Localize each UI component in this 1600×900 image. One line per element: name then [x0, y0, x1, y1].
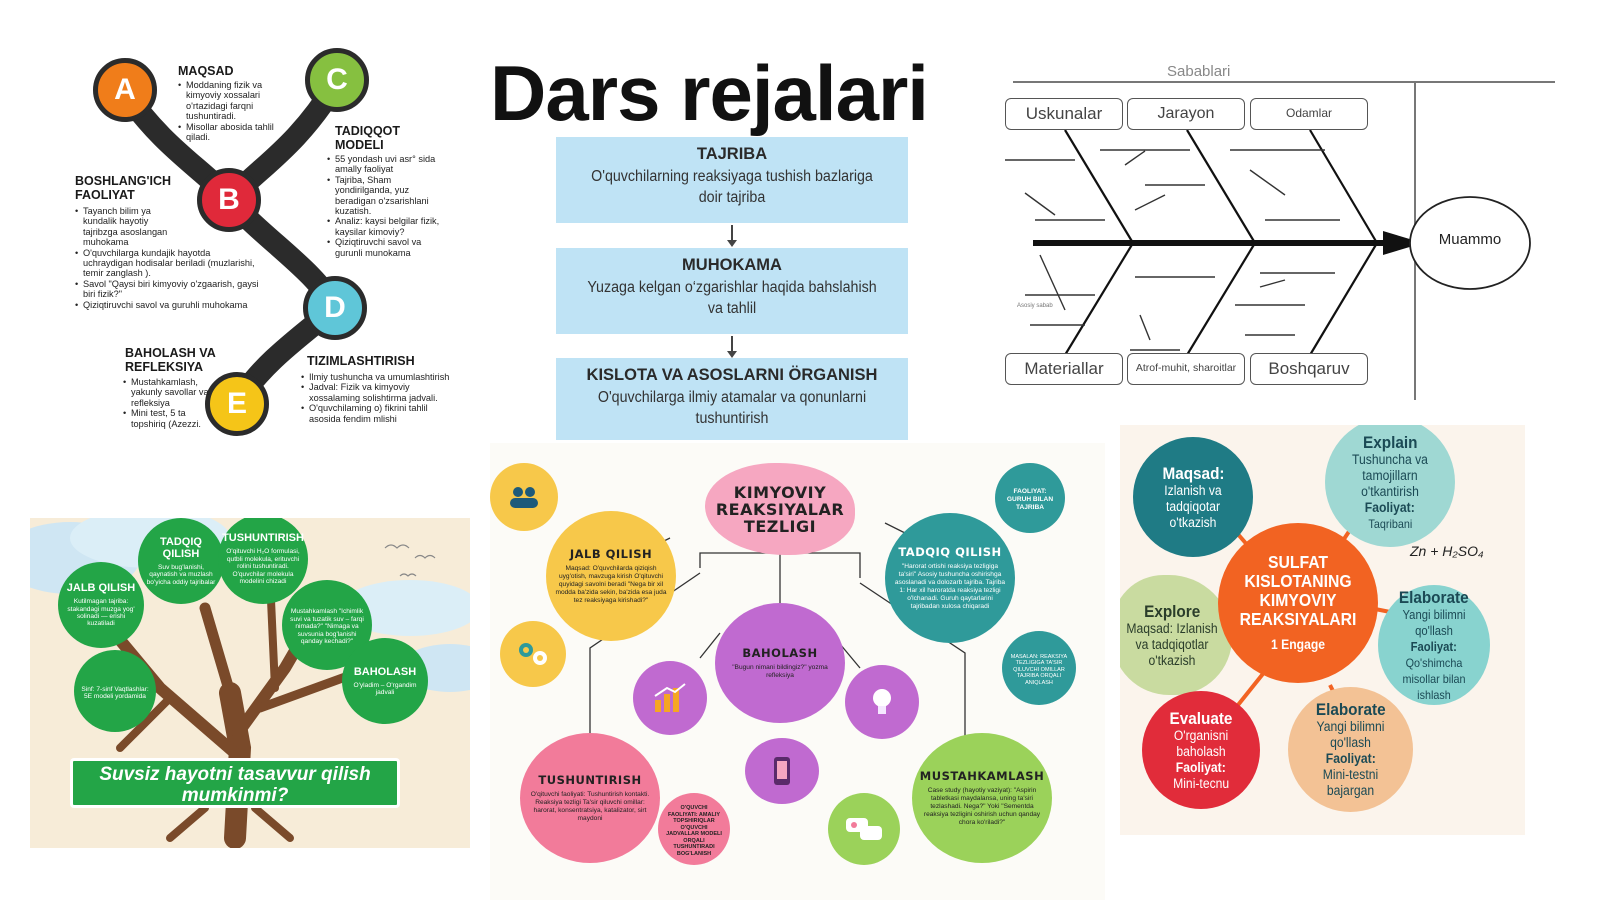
flow-arrow: [727, 336, 737, 358]
leaf-sinf: Sinf: 7-sinf Vaqtlashlar: 5E modeli yord…: [74, 650, 156, 732]
node-d: D: [303, 276, 367, 340]
abcde-diagram: A B C D E MAQSAD Moddaning fizik va kimy…: [55, 40, 465, 445]
node-c: C: [305, 48, 369, 112]
five-e-diagram: Maqsad:Izlanish va tadqiqotar o'tkazish …: [1120, 425, 1525, 835]
problem-label: Muammo: [1438, 231, 1502, 248]
boshlangich-list: Tayanch bilim ya kundalik hayotiy tajrib…: [75, 206, 260, 310]
gears-icon: [500, 621, 566, 687]
maqsad-list: Moddaning fizik va kimyoviy xossalari o'…: [178, 80, 278, 142]
formula: Zn + H₂SO₄: [1410, 543, 1484, 559]
chart-growth-icon: [633, 661, 707, 735]
cause-atrof-muhit: Atrof-muhit, sharoitlar: [1127, 353, 1245, 385]
people-icon: [490, 463, 558, 531]
cause-uskunalar: Uskunalar: [1005, 98, 1123, 130]
boshlangich-heading: BOSHLANG'ICH FAOLIYAT: [75, 174, 172, 202]
flow-arrow: [727, 225, 737, 247]
node-b: B: [197, 168, 261, 232]
node-masalan: MASALAN: REAKSIYA TEZLIGIGA TA'SIR QILUV…: [1002, 631, 1076, 705]
chat-icon: [828, 793, 900, 865]
baholash-list: Mustahkamlash, yakunly savollar va refle…: [123, 377, 213, 429]
node-a: A: [93, 58, 157, 122]
cause-odamlar: Odamlar: [1250, 98, 1368, 130]
node-faoliyat: FAOLIYAT: GURUH BILAN TAJRIBA: [995, 463, 1065, 533]
phone-icon: [745, 738, 819, 804]
node-oquvchi-faoliyati: O'QUVCHI FAOLIYATI: AMALIY TOPSHIRIQLAR …: [658, 793, 730, 865]
fishbone-diagram: Sabablari Uskunalar Jarayon Odamlar Mate…: [1005, 55, 1575, 405]
tizim-list: Ilmiy tushuncha va umumlashtirish Jadval…: [301, 372, 461, 424]
leaf-mustahkamlash: Mustahkamlash "Ichimlik suvi va tuzatik …: [282, 580, 372, 670]
node-e: E: [205, 372, 269, 436]
node-center: SULFAT KISLOTANING KIMYOVIY REAKSIYALARI…: [1218, 523, 1378, 683]
mindmap-center: KIMYOVIY REAKSIYALAR TEZLIGI: [705, 463, 855, 555]
cause-boshqaruv: Boshqaruv: [1250, 353, 1368, 385]
mindmap-diagram: KIMYOVIY REAKSIYALAR TEZLIGI JALB QILISH…: [490, 443, 1105, 900]
flow-box-tajriba: TAJRIBA O'quvchilarning reaksiyaga tushi…: [556, 137, 908, 223]
fishbone-small-note: Asosiy sabab: [1017, 303, 1053, 309]
page-title: Dars rejalari: [490, 49, 929, 137]
tizim-heading: TIZIMLASHTIRISH: [307, 354, 415, 368]
node-baholash: BAHOLASH"Bugun nimani bildingiz?" yozma …: [715, 603, 845, 723]
flow-box-kislota: KISLOTA VA ASOSLARNI ÖRGANISH O'quvchila…: [556, 358, 908, 440]
baholash-heading: BAHOLASH VA REFLEKSIYA: [125, 346, 216, 374]
flow-box-muhokama: MUHOKAMA Yuzaga kelgan o‘zgarishlar haqi…: [556, 248, 908, 334]
tadqiqot-list: 55 yondash uvi asr° sida amally faoliyat…: [327, 154, 447, 258]
tadqiqot-heading: TADIQQOT MODELI: [335, 124, 401, 152]
cause-materiallar: Materiallar: [1005, 353, 1123, 385]
lightbulb-icon: [845, 665, 919, 739]
fishbone-lines: [1005, 81, 1555, 400]
tree-banner: Suvsiz hayotni tasavvur qilish mumkinmi?: [70, 758, 400, 808]
maqsad-heading: MAQSAD: [178, 64, 234, 78]
fishbone-header: Sabablari: [1167, 63, 1231, 80]
node-tadqiq-qilish: TADQIQ QILISH"Harorat ortishi reaksiya t…: [885, 513, 1015, 643]
cause-jarayon: Jarayon: [1127, 98, 1245, 130]
node-maqsad: Maqsad:Izlanish va tadqiqotar o'tkazish: [1133, 437, 1253, 557]
